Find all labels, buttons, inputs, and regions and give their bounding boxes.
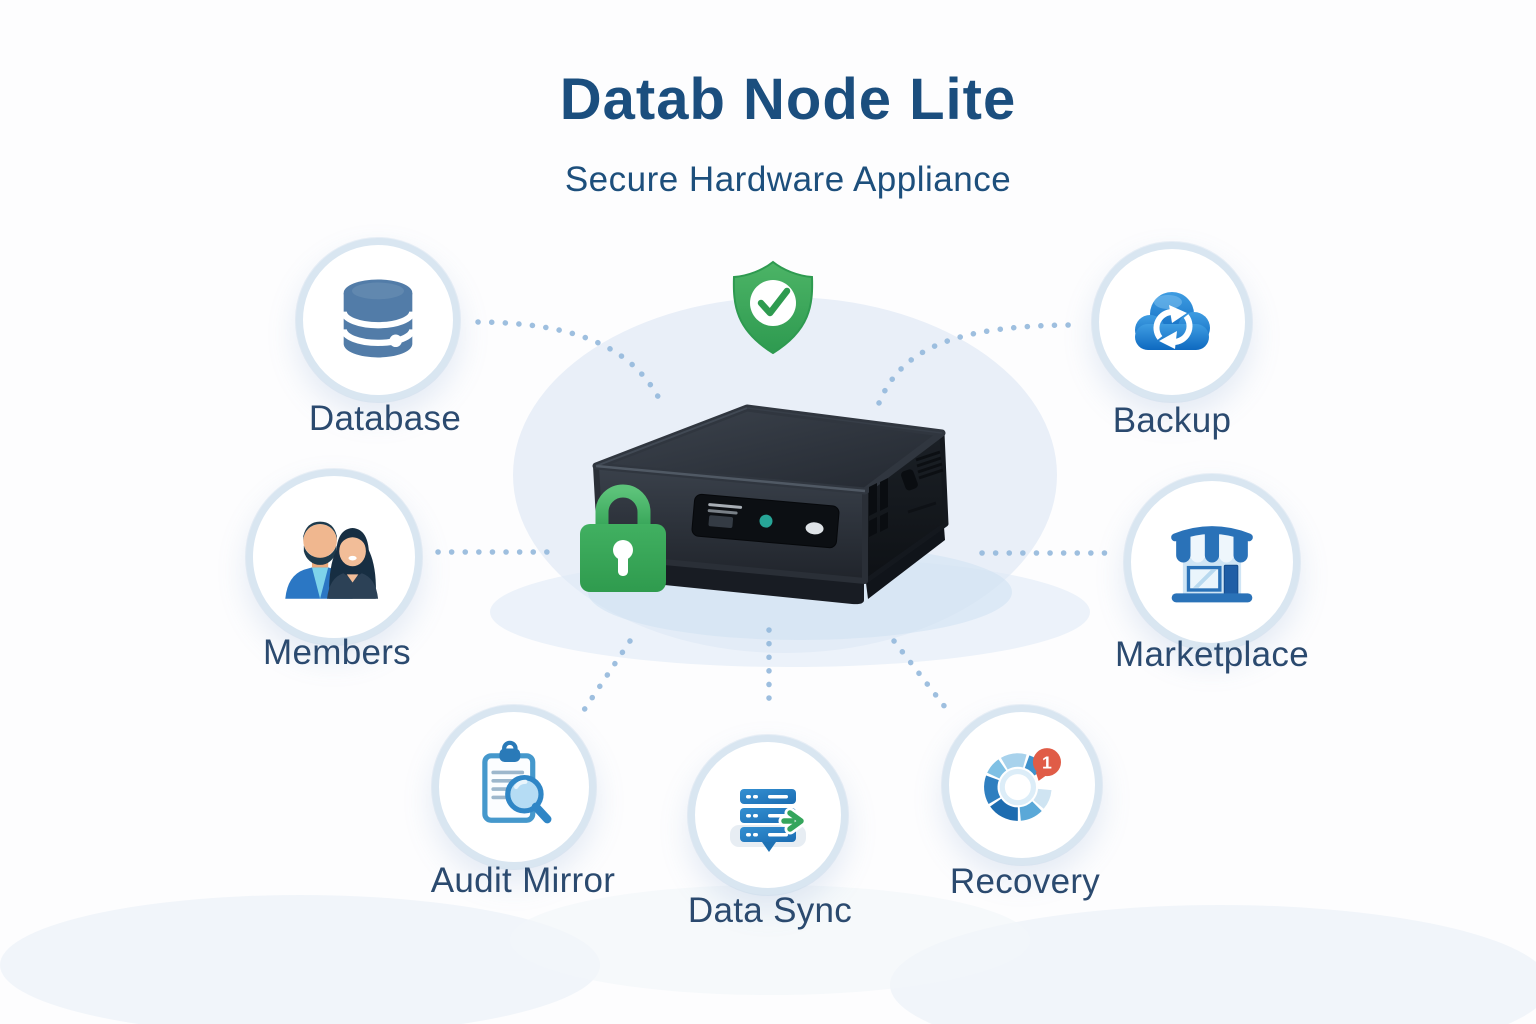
feature-node-recovery: 1 (942, 705, 1102, 865)
storefront-icon (1171, 526, 1253, 603)
feature-label-marketplace: Marketplace (1115, 635, 1309, 674)
connector-recovery (891, 638, 948, 710)
front-panel (691, 493, 840, 549)
sync-arrow (778, 807, 807, 835)
feature-node-audit-mirror (432, 705, 596, 869)
users-icon (285, 521, 379, 599)
server-stack-icon (730, 789, 807, 852)
progress-ring-icon: 1 (984, 748, 1061, 821)
feature-label-data-sync: Data Sync (687, 891, 853, 930)
feature-label-members: Members (263, 633, 411, 672)
feature-label-recovery: Recovery (949, 862, 1101, 901)
connector-audit (581, 638, 633, 713)
shield-check-icon (732, 260, 814, 355)
page-subtitle: Secure Hardware Appliance (564, 160, 1012, 199)
power-button (805, 522, 824, 535)
connector-backup (876, 322, 1073, 406)
vent-grille (915, 450, 944, 480)
feature-node-marketplace (1124, 474, 1300, 650)
feature-label-audit-mirror: Audit Mirror (430, 861, 616, 900)
database-icon (340, 279, 416, 358)
feature-label-database: Database (308, 399, 462, 438)
woman-avatar (327, 528, 379, 599)
connector-database (475, 319, 665, 407)
feature-label-backup: Backup (1112, 401, 1232, 440)
power-led (759, 514, 773, 528)
cloud-backup-icon (1135, 292, 1210, 350)
awning (1171, 526, 1253, 563)
clipboard-search-icon (482, 740, 552, 824)
badge-count: 1 (1042, 752, 1052, 772)
page-title: Datab Node Lite (559, 67, 1017, 132)
notification-badge: 1 (1032, 748, 1061, 781)
feature-node-members (246, 469, 422, 645)
feature-node-database (296, 238, 460, 402)
feature-node-backup (1092, 242, 1252, 402)
connector-lines (435, 319, 1115, 713)
feature-node-data-sync (688, 735, 848, 895)
side-ports (869, 469, 918, 537)
green-padlock-icon (580, 484, 666, 592)
